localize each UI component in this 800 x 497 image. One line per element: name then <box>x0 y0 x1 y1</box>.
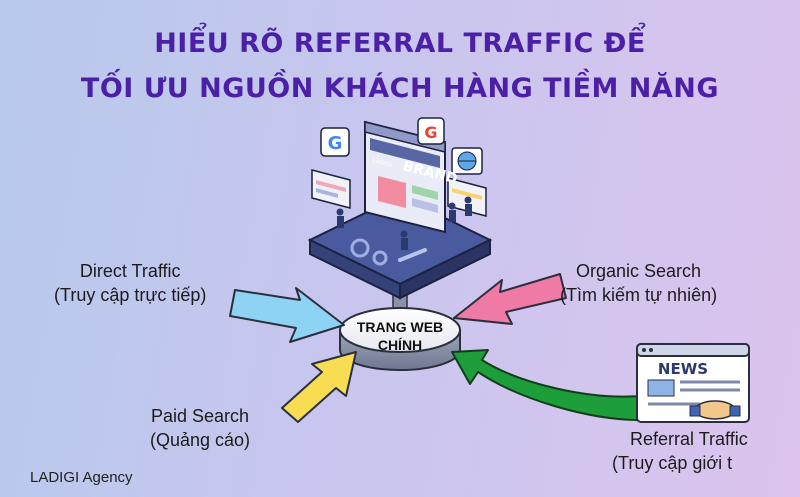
referral-traffic-name: Referral Traffic <box>630 429 748 449</box>
paid-search-name: Paid Search <box>151 406 250 426</box>
svg-text:G: G <box>424 123 437 142</box>
paid-search-sub: (Quảng cáo) <box>150 430 251 450</box>
hub-label-line-2: CHÍNH <box>377 337 423 353</box>
paid-search-label: Paid Search (Quảng cáo) <box>150 407 250 449</box>
organic-search-name: Organic Search <box>576 261 702 281</box>
organic-search-arrow <box>453 273 567 325</box>
globe-icon <box>451 147 483 175</box>
google-icon: G <box>320 127 350 157</box>
hub-label-line-1: TRANG WEB <box>356 319 444 335</box>
direct-traffic-sub: (Truy cập trực tiếp) <box>54 285 207 305</box>
referral-traffic-arrow <box>451 349 641 421</box>
agency-footer: LADIGI Agency <box>30 469 133 486</box>
referral-traffic-label: Referral Traffic (Truy cập giới t <box>612 430 748 472</box>
gear-icon <box>372 250 388 266</box>
hub-cylinder <box>339 307 461 371</box>
left-window <box>311 169 351 209</box>
organic-search-sub: (Tìm kiếm tự nhiên) <box>560 285 718 305</box>
title-line-1: HIỂU RÕ REFERRAL TRAFFIC ĐỂ <box>154 28 646 59</box>
wrench-icon <box>398 248 427 262</box>
direct-traffic-arrow <box>229 287 345 343</box>
brand-browser-window <box>364 120 446 234</box>
svg-text:G: G <box>328 133 343 154</box>
google-icon: G <box>417 117 445 145</box>
handshake-icon <box>689 400 741 420</box>
direct-traffic-label: Direct Traffic (Truy cập trực tiếp) <box>54 262 206 304</box>
paid-search-arrow <box>281 351 357 423</box>
news-label: NEWS <box>658 360 708 378</box>
referral-traffic-sub: (Truy cập giới t <box>612 453 733 473</box>
organic-search-label: Organic Search (Tìm kiếm tự nhiên) <box>560 262 717 304</box>
gear-icon <box>350 238 370 258</box>
logo-text: LADIGI <box>372 157 394 169</box>
people-figures <box>336 196 472 250</box>
direct-traffic-name: Direct Traffic <box>79 261 181 281</box>
hub-label: TRANG WEB CHÍNH <box>334 318 466 354</box>
title-line-2: TỐI ƯU NGUỒN KHÁCH HÀNG TIỀM NĂNG <box>80 73 720 104</box>
